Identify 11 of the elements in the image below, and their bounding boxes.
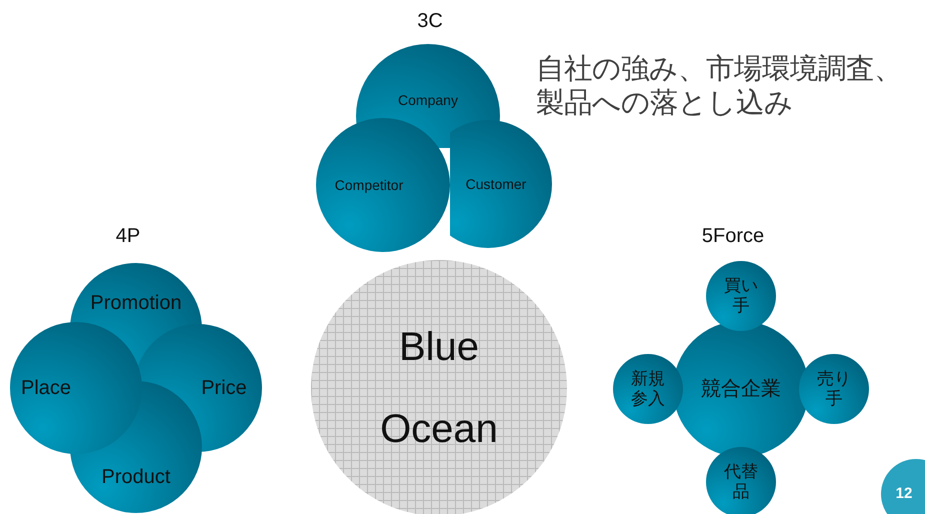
- circle-node: Product: [70, 381, 202, 513]
- circle-node: Place: [10, 322, 142, 454]
- circle-node: 新規参入: [613, 354, 683, 424]
- description-text: 自社の強み、市場環境調査、製品への落とし込み: [536, 52, 903, 120]
- circle-node: 買い手: [706, 261, 776, 331]
- group-heading: 4P: [116, 225, 140, 248]
- group-heading: 5Force: [702, 225, 764, 248]
- circle-node: 売り手: [799, 354, 869, 424]
- page-number: 12: [881, 459, 925, 514]
- circle-node: Competitor: [316, 118, 450, 252]
- group-heading: 3C: [417, 10, 443, 33]
